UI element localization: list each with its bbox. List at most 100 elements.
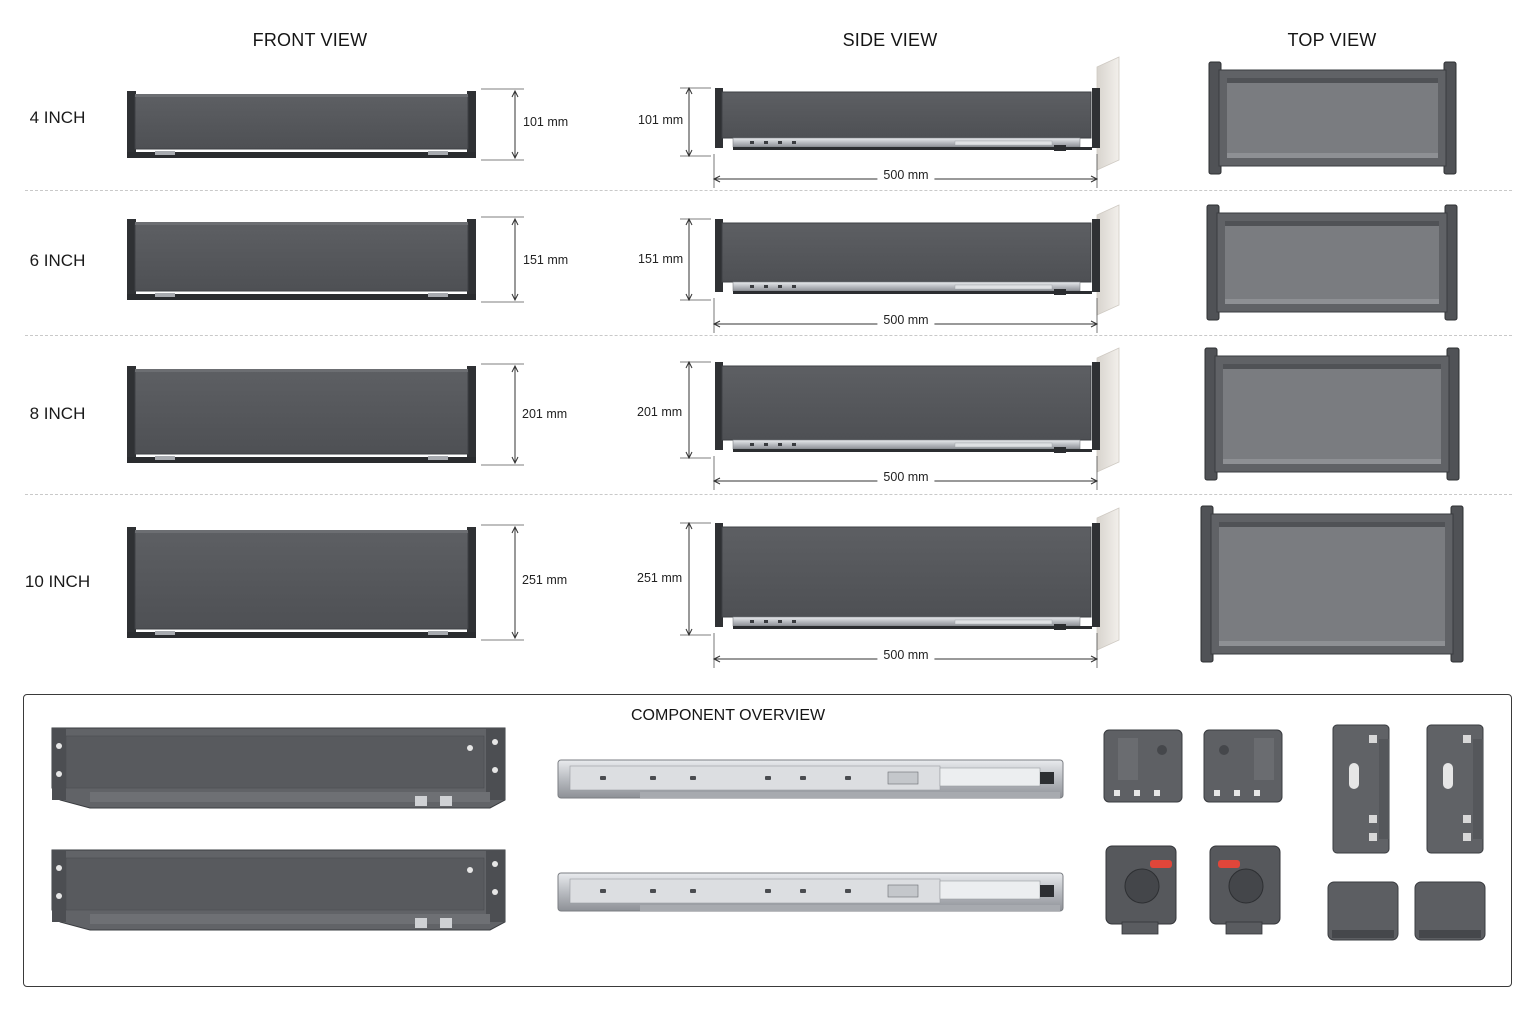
rail-lock bbox=[1054, 624, 1066, 630]
rail-hole bbox=[792, 620, 796, 623]
rear-bracket-slot bbox=[1349, 763, 1359, 789]
drawer-rear-post bbox=[1092, 88, 1100, 148]
arrow-down-icon bbox=[685, 293, 693, 302]
side-panel-front-flange bbox=[52, 850, 66, 922]
drawer-front-post bbox=[715, 362, 723, 450]
slide-hole bbox=[690, 889, 696, 893]
runner-clip bbox=[155, 456, 175, 460]
mounting-hole bbox=[492, 739, 498, 745]
rail-hole bbox=[750, 141, 754, 144]
runner-clip bbox=[428, 151, 448, 155]
ball-bearing-slide-component bbox=[557, 759, 1064, 799]
header-top-view: TOP VIEW bbox=[1287, 30, 1377, 50]
top-view-drawer bbox=[1206, 204, 1458, 321]
rail-hole bbox=[750, 620, 754, 623]
rear-bracket-hole bbox=[1369, 735, 1377, 743]
side-depth-label-6-inch: 500 mm bbox=[877, 313, 935, 327]
arrow-left-icon bbox=[712, 320, 721, 328]
rail-bottom-flange bbox=[733, 291, 1092, 294]
drawer-front-panel bbox=[134, 95, 469, 150]
locking-device-component bbox=[1209, 845, 1281, 935]
side-panel-rear-flange bbox=[486, 850, 505, 922]
side-panel-clip bbox=[415, 918, 427, 928]
side-depth-label-8-inch: 500 mm bbox=[877, 470, 935, 484]
drawer-rear-post bbox=[1092, 523, 1100, 627]
front-view-drawer bbox=[127, 363, 524, 466]
side-panel-face bbox=[65, 857, 485, 911]
drawer-side-post bbox=[467, 527, 476, 634]
slide-lower-flange bbox=[640, 905, 1060, 911]
arrow-down-icon bbox=[511, 293, 519, 302]
mounting-hole bbox=[467, 745, 473, 751]
arrow-left-icon bbox=[712, 175, 721, 183]
component-overview-panel bbox=[23, 694, 1512, 987]
drawer-front-post bbox=[715, 523, 723, 627]
drawer-side-post bbox=[127, 527, 136, 634]
arrow-left-icon bbox=[712, 655, 721, 663]
drawer-top-lip bbox=[135, 530, 468, 533]
drawer-back-edge bbox=[1223, 364, 1441, 369]
mounting-hole bbox=[56, 743, 62, 749]
end-cap-component bbox=[1327, 881, 1399, 941]
arrow-up-icon bbox=[511, 525, 519, 534]
arrow-up-icon bbox=[511, 364, 519, 373]
drawer-front-edge bbox=[1223, 459, 1441, 464]
arrow-left-icon bbox=[712, 477, 721, 485]
side-depth-label-10-inch: 500 mm bbox=[877, 648, 935, 662]
side-view-drawer bbox=[680, 204, 1120, 333]
drawer-rear-post bbox=[1092, 219, 1100, 292]
drawer-side-panel-component bbox=[51, 727, 506, 809]
arrow-down-icon bbox=[511, 456, 519, 465]
slide-hole bbox=[765, 889, 771, 893]
drawer-top-lip bbox=[135, 94, 468, 97]
rail-hole bbox=[764, 620, 768, 623]
rear-bracket-component bbox=[1332, 724, 1390, 854]
drawer-back-edge bbox=[1225, 221, 1439, 226]
arrow-up-icon bbox=[685, 217, 693, 226]
side-depth-label-4-inch: 500 mm bbox=[877, 168, 935, 182]
arrow-right-icon bbox=[1090, 655, 1099, 663]
drawer-side-post bbox=[467, 366, 476, 459]
top-view-drawer bbox=[1200, 505, 1464, 663]
rear-bracket-hole bbox=[1463, 815, 1471, 823]
front-height-label-10-inch: 251 mm bbox=[522, 573, 568, 587]
arrow-up-icon bbox=[511, 89, 519, 98]
drawer-base bbox=[127, 152, 476, 158]
drawer-front-panel bbox=[134, 531, 469, 630]
drawer-front-edge bbox=[1219, 641, 1445, 646]
drawer-top-lip bbox=[135, 369, 468, 372]
side-panel-rail-ledge bbox=[90, 914, 490, 924]
rear-bracket-hole bbox=[1369, 833, 1377, 841]
slide-hole bbox=[690, 776, 696, 780]
end-cap-edge bbox=[1332, 930, 1394, 938]
top-view-drawer bbox=[1204, 347, 1460, 481]
mounting-hole bbox=[492, 861, 498, 867]
drawer-back-edge bbox=[1219, 522, 1445, 527]
arrow-up-icon bbox=[685, 360, 693, 369]
drawer-side-post bbox=[127, 366, 136, 459]
ball-bearing-slide-component bbox=[557, 872, 1064, 912]
side-panel-rail-ledge bbox=[90, 792, 490, 802]
side-height-label-10-inch: 251 mm bbox=[637, 571, 683, 585]
rail-lock bbox=[1054, 289, 1066, 295]
mounting-hole bbox=[56, 771, 62, 777]
slide-end-stop bbox=[1040, 885, 1054, 897]
front-height-label-4-inch: 101 mm bbox=[523, 115, 569, 129]
drawer-base bbox=[127, 457, 476, 463]
drawer-side-panel bbox=[721, 365, 1092, 441]
arrow-up-icon bbox=[685, 521, 693, 530]
end-cap-edge bbox=[1419, 930, 1481, 938]
bracket-screw-hole bbox=[1219, 745, 1229, 755]
arrow-right-icon bbox=[1090, 477, 1099, 485]
drawer-top-lip bbox=[135, 222, 468, 225]
drawer-base bbox=[127, 294, 476, 300]
release-lever bbox=[1218, 860, 1240, 868]
locking-device-foot bbox=[1225, 921, 1263, 935]
header-side-view: SIDE VIEW bbox=[842, 30, 938, 50]
slide-hole bbox=[765, 776, 771, 780]
bracket-screw-hole bbox=[1157, 745, 1167, 755]
mounting-hole bbox=[467, 867, 473, 873]
drawer-front-panel bbox=[134, 370, 469, 455]
end-cap-body bbox=[1414, 881, 1486, 941]
drawer-front-edge bbox=[1227, 153, 1438, 158]
